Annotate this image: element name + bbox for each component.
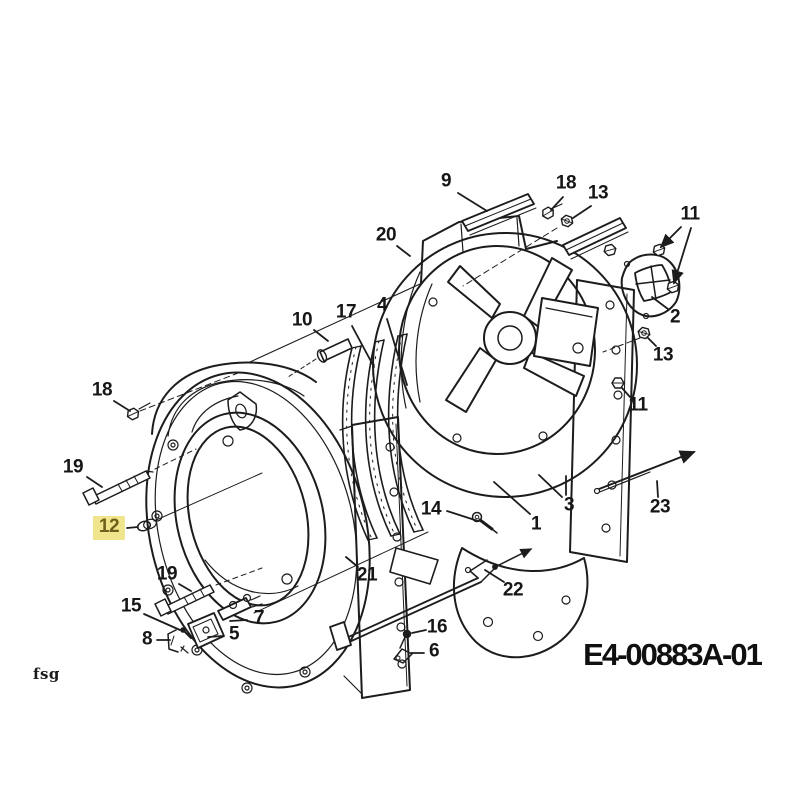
bolt-part19-upper [82,448,197,506]
callout-16[interactable]: 16 [426,616,448,638]
bracket-part8 [167,629,179,653]
callout-12[interactable]: 12 [92,516,126,540]
clip-part6 [393,648,413,664]
callout-15[interactable]: 15 [120,595,142,617]
callout-20[interactable]: 20 [375,224,397,246]
callout-19-lower[interactable]: 19 [156,563,178,585]
bolt-part19-lower [154,567,263,617]
flange-plate-part2 [602,253,681,353]
leader-lines [86,192,692,654]
callout-9[interactable]: 9 [440,170,452,192]
callout-19-upper[interactable]: 19 [62,456,84,478]
callout-17[interactable]: 17 [335,301,357,323]
blower-housing-cover-part21 [145,361,411,699]
callout-7[interactable]: 7 [253,607,265,629]
callout-1[interactable]: 1 [530,513,542,535]
throttle-cable-part22 [329,548,533,651]
callout-13-right[interactable]: 13 [652,344,674,366]
callout-10[interactable]: 10 [291,309,313,331]
callout-2[interactable]: 2 [669,306,681,328]
callout-21[interactable]: 21 [356,564,378,586]
fasteners [82,203,682,664]
screw-part14 [471,511,498,534]
callout-23[interactable]: 23 [649,496,671,518]
callout-18-left[interactable]: 18 [91,379,113,401]
callout-8[interactable]: 8 [141,628,153,650]
callout-22[interactable]: 22 [502,579,524,601]
clip-nut-part12 [136,518,157,532]
diagram-number: E4-00883A-01 [583,637,763,672]
callout-4[interactable]: 4 [376,294,388,316]
rod-part23 [593,450,696,495]
callout-6[interactable]: 6 [428,640,440,662]
baffle-strips-part9 [461,193,629,260]
callout-13-top[interactable]: 13 [587,182,609,204]
tube-part10 [319,338,353,362]
switch-part5 [187,612,225,649]
bolt-part16 [402,629,412,639]
callout-11-right[interactable]: 11 [628,394,648,416]
callout-3[interactable]: 3 [563,494,575,516]
fan-flywheel [445,257,599,413]
callout-11-top[interactable]: 11 [680,203,700,225]
watermark-fsg: fsg [33,665,60,683]
callout-18-top[interactable]: 18 [555,172,577,194]
lever-part7 [217,597,252,621]
gasket-part17 [287,333,439,585]
callout-5[interactable]: 5 [228,623,240,645]
callout-14[interactable]: 14 [420,498,442,520]
blower-housing-part20 [249,215,638,659]
small-parts-cluster [167,531,429,654]
